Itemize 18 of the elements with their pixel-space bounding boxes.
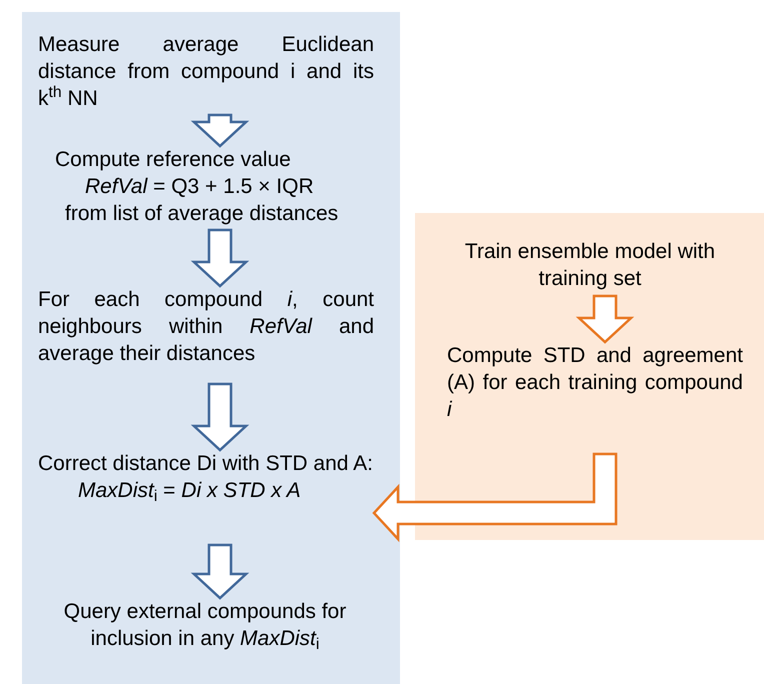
step-text: For each compound i, count neighbours within RefVal and average their distances <box>38 287 374 367</box>
step-text: MaxDist$_{i}$ = Di x STD x A <box>77 478 302 504</box>
step-text: RefVal = Q3 + 1.5 × IQR <box>84 174 315 200</box>
panel-background <box>415 213 764 540</box>
block-arrow <box>190 544 250 600</box>
step-text: from list of average distances <box>64 201 340 227</box>
block-arrow <box>190 382 250 452</box>
block-arrow <box>372 452 618 542</box>
block-arrow <box>190 228 250 288</box>
step-text: Correct distance Di with STD and A: <box>38 451 374 477</box>
step-text: Train ensemble model with training set <box>464 239 716 292</box>
step-text: Measure average Euclidean distance from compound i and its k$^{th}$ NN <box>38 32 374 112</box>
step-text: Query external compounds for inclusion in any MaxDist$_{i}$ <box>62 599 348 652</box>
step-text: Compute reference value <box>55 147 292 173</box>
step-text: Compute STD and agreement (A) for each training compound i <box>447 343 743 423</box>
panel-background <box>22 12 400 684</box>
block-arrow <box>190 114 250 148</box>
block-arrow <box>576 294 634 344</box>
